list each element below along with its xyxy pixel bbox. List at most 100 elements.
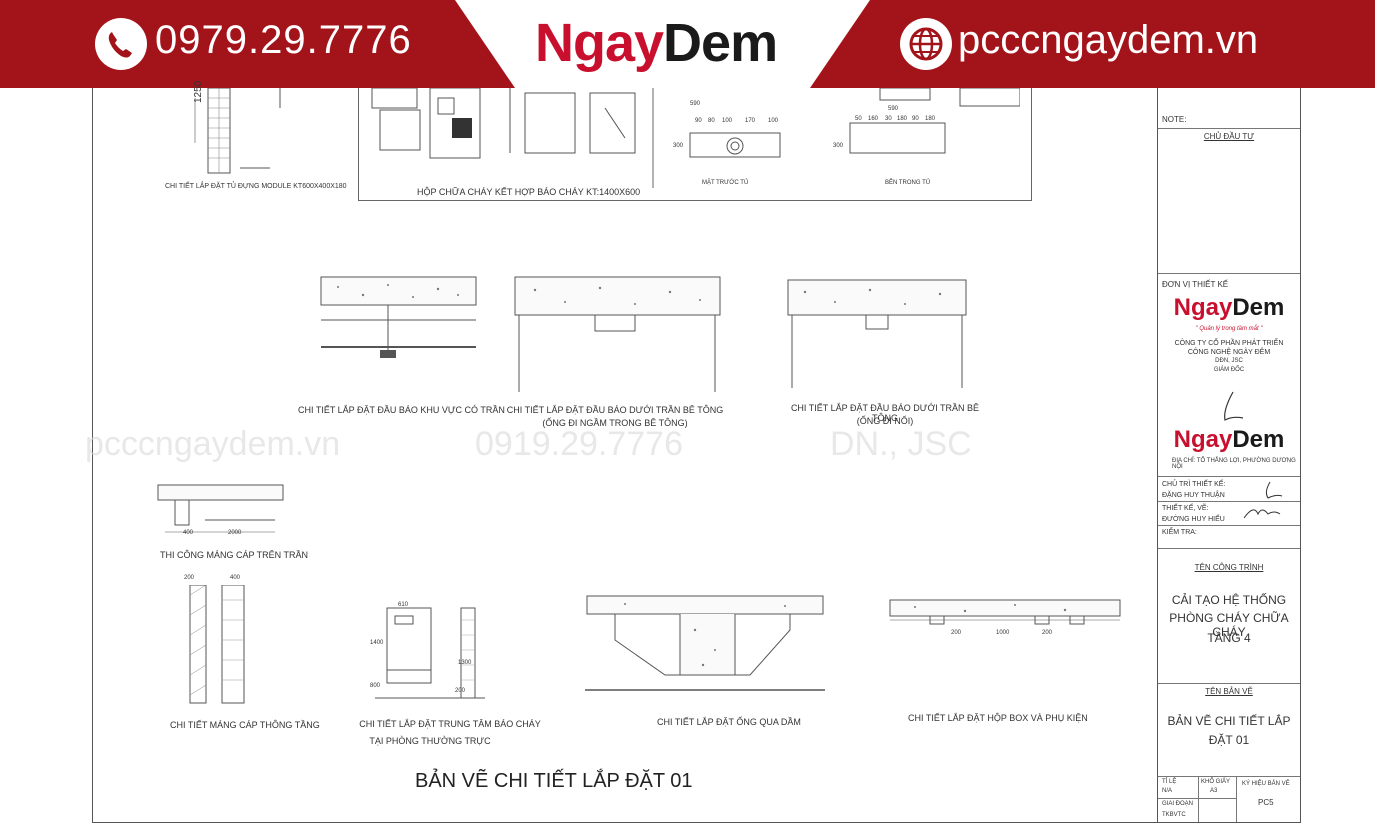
detector-surface-caption-2: (ỐNG ĐI NỔI): [856, 416, 914, 426]
detector-surface-drawing: [787, 279, 967, 388]
detector-embedded-caption-2: (ỐNG ĐI NGẦM TRONG BÊ TÔNG): [542, 418, 688, 428]
dim-100b: 100: [768, 118, 779, 124]
side-view-caption: BÊN TRONG TỦ: [885, 180, 931, 186]
tb-note-label: NOTE:: [1162, 115, 1187, 124]
tb-logo-stamp: NgayDem: [1158, 426, 1300, 454]
pipe-through-beam-caption: CHI TIẾT LẮP ĐẶT ỐNG QUA DẦM: [657, 717, 801, 727]
cable-tray-ceiling-drawing: [157, 484, 284, 533]
panel-dim-200: 200: [455, 688, 466, 694]
cabinet-module-caption: CHI TIẾT LẮP ĐẶT TỦ ĐỰNG MODULE KT600X40…: [165, 183, 347, 190]
watermark-company: DN., JSC: [830, 425, 972, 463]
fire-panel-caption-2: TẠI PHÒNG THƯỜNG TRỰC: [369, 736, 491, 746]
hose-box-drawing: [371, 88, 1020, 188]
detector-ceiling-drawing: [320, 276, 477, 358]
junction-box-caption: CHI TIẾT LẮP ĐẶT HỘP BOX VÀ PHỤ KIỆN: [908, 713, 1088, 723]
dim-90: 90: [695, 118, 702, 124]
front-view-caption: MẶT TRƯỚC TỦ: [702, 180, 749, 186]
logo-part-dem: Dem: [663, 13, 778, 73]
sheet-title: BẢN VẼ CHI TIẾT LẮP ĐẶT 01: [415, 770, 693, 792]
pipe-through-beam-drawing: [585, 595, 825, 691]
title-block: NOTE: CHỦ ĐẦU TƯ ĐƠN VỊ THIẾT KẾ NgayDem…: [1157, 88, 1301, 822]
tb-scale-label: TỈ LỆ: [1162, 779, 1177, 785]
tb-paper-label: KHỔ GIẤY: [1201, 779, 1231, 785]
panel-dim-1400: 1400: [370, 640, 384, 646]
dim-100: 100: [722, 118, 733, 124]
tb-slogan: " Quản lý trong tầm mắt ": [1195, 326, 1263, 332]
cable-tray-floor-drawing: [189, 585, 245, 704]
header-logo: NgayDem: [535, 12, 778, 74]
tb-drawing-2: ĐẶT 01: [1208, 733, 1250, 747]
tb-stamp-ngay: Ngay: [1173, 426, 1233, 453]
chief-signature: [1265, 481, 1283, 499]
panel-dim-610: 610: [398, 602, 409, 608]
cable-tray-floor-caption: CHI TIẾT MÁNG CÁP THÔNG TẦNG: [170, 720, 320, 730]
dim-590-front: 590: [690, 101, 701, 107]
tb-code-value: PC5: [1258, 798, 1274, 807]
cabinet-module-drawing: [194, 88, 281, 174]
cable-tray-ceiling-caption: THI CÔNG MÁNG CÁP TRÊN TRẦN: [160, 550, 309, 560]
tb-project-2: PHÒNG CHÁY CHỮA CHÁY: [1169, 611, 1289, 639]
floor-dim-400: 400: [230, 575, 241, 581]
tb-project-3: TẦNG 4: [1207, 631, 1251, 645]
detector-embedded-drawing: [514, 276, 721, 392]
logo-part-ngay: Ngay: [535, 13, 664, 73]
tb-logo-dem: Dem: [1232, 294, 1285, 321]
detector-surface-caption-1: CHI TIẾT LẮP ĐẶT ĐẦU BÁO DƯỚI TRẦN BÊ TÔ…: [790, 403, 980, 423]
tb-chief-name: ĐẶNG HUY THUẬN: [1162, 492, 1225, 499]
box-dim-200b: 200: [1042, 630, 1053, 636]
panel-dim-1300: 1300: [458, 660, 472, 666]
dim-180: 180: [897, 116, 908, 122]
drawing-frame: [92, 88, 1301, 823]
phone-icon: [95, 18, 147, 70]
header-left-band: [0, 0, 515, 88]
tb-chief-label: CHỦ TRÌ THIẾT KẾ:: [1162, 481, 1226, 488]
header-banner: 0979.29.7776 NgayDem pcccngaydem.vn: [0, 0, 1375, 88]
tb-drawer-name: ĐƯỜNG HUY HIẾU: [1162, 516, 1225, 523]
dim-30: 30: [885, 116, 892, 122]
tb-logo-ngay: Ngay: [1173, 294, 1233, 321]
tb-code-label: KÝ HIỆU BẢN VẼ: [1242, 781, 1290, 787]
header-website[interactable]: pcccngaydem.vn: [958, 18, 1259, 62]
dim-50: 50: [855, 116, 862, 122]
fire-panel-drawing: [375, 607, 485, 699]
junction-box-drawing: [889, 599, 1121, 625]
tb-drawer-label: THIẾT KẾ, VẼ:: [1162, 505, 1209, 512]
detector-embedded-caption-1: CHI TIẾT LẮP ĐẶT ĐẦU BÁO DƯỚI TRẦN BÊ TÔ…: [506, 405, 724, 415]
header-phone[interactable]: 0979.29.7776: [155, 18, 412, 62]
dim-300-side: 300: [833, 143, 844, 149]
drawer-signature: [1243, 509, 1281, 519]
floor-dim-200: 200: [184, 575, 195, 581]
tb-investor: CHỦ ĐẦU TƯ: [1203, 132, 1255, 141]
tb-drawing-label: TÊN BẢN VẼ: [1205, 687, 1253, 696]
dim-300-front: 300: [673, 143, 684, 149]
detector-ceiling-caption: CHI TIẾT LẮP ĐẶT ĐẦU BÁO KHU VỰC CÓ TRẦN: [298, 405, 505, 415]
tb-company-3: DĐN, JSC: [1215, 358, 1243, 364]
dim-90b: 90: [912, 116, 919, 122]
watermark-website: pcccngaydem.vn: [85, 425, 341, 463]
tb-phase-value: TKBVTC: [1162, 812, 1186, 818]
tb-project-label: TÊN CÔNG TRÌNH: [1194, 563, 1264, 572]
box-dim-200a: 200: [951, 630, 962, 636]
fire-panel-caption-1: CHI TIẾT LẮP ĐẶT TRUNG TÂM BÁO CHÁY: [359, 719, 541, 729]
tray-dim-2000: 2000: [228, 530, 242, 536]
director-signature: [1224, 391, 1244, 421]
tb-stamp-dem: Dem: [1232, 426, 1285, 453]
hose-box-panel: [358, 88, 1032, 201]
tb-company-2: CÔNG NGHỆ NGÀY ĐÊM: [1187, 349, 1271, 356]
tray-dim-400: 400: [183, 530, 194, 536]
tb-logo: NgayDem: [1158, 294, 1300, 322]
panel-dim-800: 800: [370, 683, 381, 689]
tb-address: ĐỊA CHỈ: TỔ THẮNG LỢI, PHƯỜNG DƯƠNG NỘI: [1172, 458, 1296, 470]
tb-paper-value: A3: [1210, 788, 1218, 794]
dim-590-side: 590: [888, 106, 899, 112]
box-dim-1000: 1000: [996, 630, 1010, 636]
tb-director: GIÁM ĐỐC: [1213, 367, 1245, 373]
tb-check-label: KIỂM TRA:: [1162, 529, 1197, 536]
tb-designer-unit: ĐƠN VỊ THIẾT KẾ: [1162, 280, 1229, 289]
dim-180b: 180: [925, 116, 936, 122]
tb-drawing-1: BẢN VẼ CHI TIẾT LẮP: [1167, 714, 1291, 728]
cabinet-height-dim: 1250: [193, 80, 204, 103]
dim-80: 80: [708, 118, 715, 124]
tb-phase-label: GIAI ĐOẠN: [1162, 801, 1194, 807]
globe-icon: [900, 18, 952, 70]
